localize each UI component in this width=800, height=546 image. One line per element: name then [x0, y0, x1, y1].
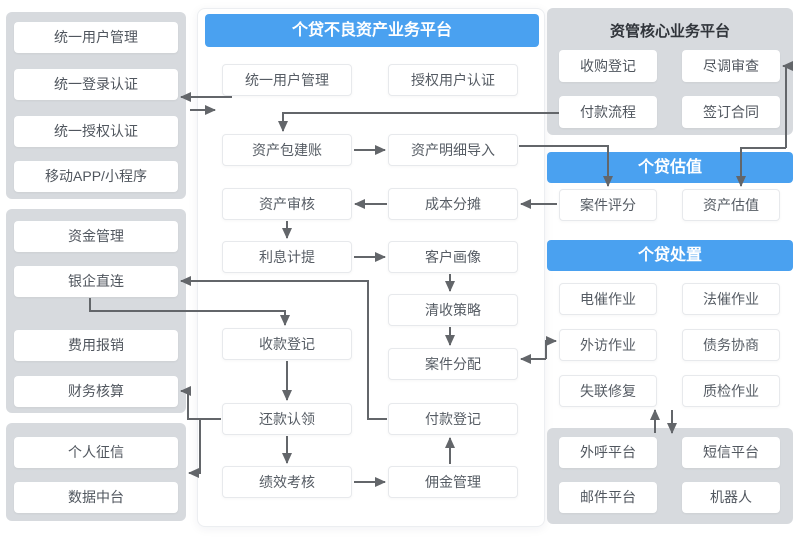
node-cost-allocation: 成本分摊 [388, 188, 518, 220]
node-asset-package-setup: 资产包建账 [222, 134, 352, 166]
node-quality-check: 质检作业 [682, 375, 780, 407]
node-asset-valuation: 资产估值 [682, 189, 780, 221]
node-outbound-call-platform: 外呼平台 [559, 437, 657, 468]
node-expense-reimburse: 费用报销 [14, 330, 178, 361]
node-collection-strategy: 清收策略 [388, 294, 518, 326]
node-customer-profile: 客户画像 [388, 241, 518, 273]
disposal-title: 个贷处置 [547, 240, 793, 271]
node-interest-accrual: 利息计提 [222, 241, 352, 273]
node-authorized-user-auth: 授权用户认证 [388, 64, 518, 96]
node-unified-user-mgmt: 统一用户管理 [14, 22, 178, 53]
node-asset-review: 资产审核 [222, 188, 352, 220]
node-payment-process: 付款流程 [559, 96, 657, 128]
node-financial-accounting: 财务核算 [14, 376, 178, 407]
node-robot: 机器人 [682, 482, 780, 513]
node-asset-detail-import: 资产明细导入 [388, 134, 518, 166]
node-data-middle-platform: 数据中台 [14, 482, 178, 513]
node-receipt-registration: 收款登记 [222, 328, 352, 360]
node-debt-negotiation: 债务协商 [682, 329, 780, 361]
arrow-case-assignment-to-fieldvisit [545, 336, 557, 359]
valuation-title: 个贷估值 [547, 152, 793, 183]
npl-platform-title: 个贷不良资产业务平台 [205, 14, 539, 47]
node-unified-login-auth: 统一登录认证 [14, 69, 178, 100]
node-personal-credit: 个人征信 [14, 437, 178, 468]
node-case-assignment: 案件分配 [388, 348, 518, 380]
node-skip-tracing: 失联修复 [559, 375, 657, 407]
node-phone-collection: 电催作业 [559, 283, 657, 315]
core-business-title: 资管核心业务平台 [609, 23, 730, 40]
node-unified-authz-auth: 统一授权认证 [14, 116, 178, 147]
node-field-visit: 外访作业 [559, 329, 657, 361]
node-contract-signing: 签订合同 [682, 96, 780, 128]
node-mobile-app: 移动APP/小程序 [14, 161, 178, 192]
node-fund-mgmt: 资金管理 [14, 221, 178, 252]
node-payment-registration: 付款登记 [388, 403, 518, 435]
node-case-scoring: 案件评分 [559, 189, 657, 221]
node-acquisition-registration: 收购登记 [559, 50, 657, 82]
node-user-mgmt: 统一用户管理 [222, 64, 352, 96]
node-performance-review: 绩效考核 [222, 466, 352, 498]
node-commission-mgmt: 佣金管理 [388, 466, 518, 498]
node-repayment-claim: 还款认领 [222, 403, 352, 435]
node-due-diligence: 尽调审查 [682, 50, 780, 82]
node-legal-collection: 法催作业 [682, 283, 780, 315]
node-email-platform: 邮件平台 [559, 482, 657, 513]
node-sms-platform: 短信平台 [682, 437, 780, 468]
node-bank-direct-link: 银企直连 [14, 266, 178, 297]
